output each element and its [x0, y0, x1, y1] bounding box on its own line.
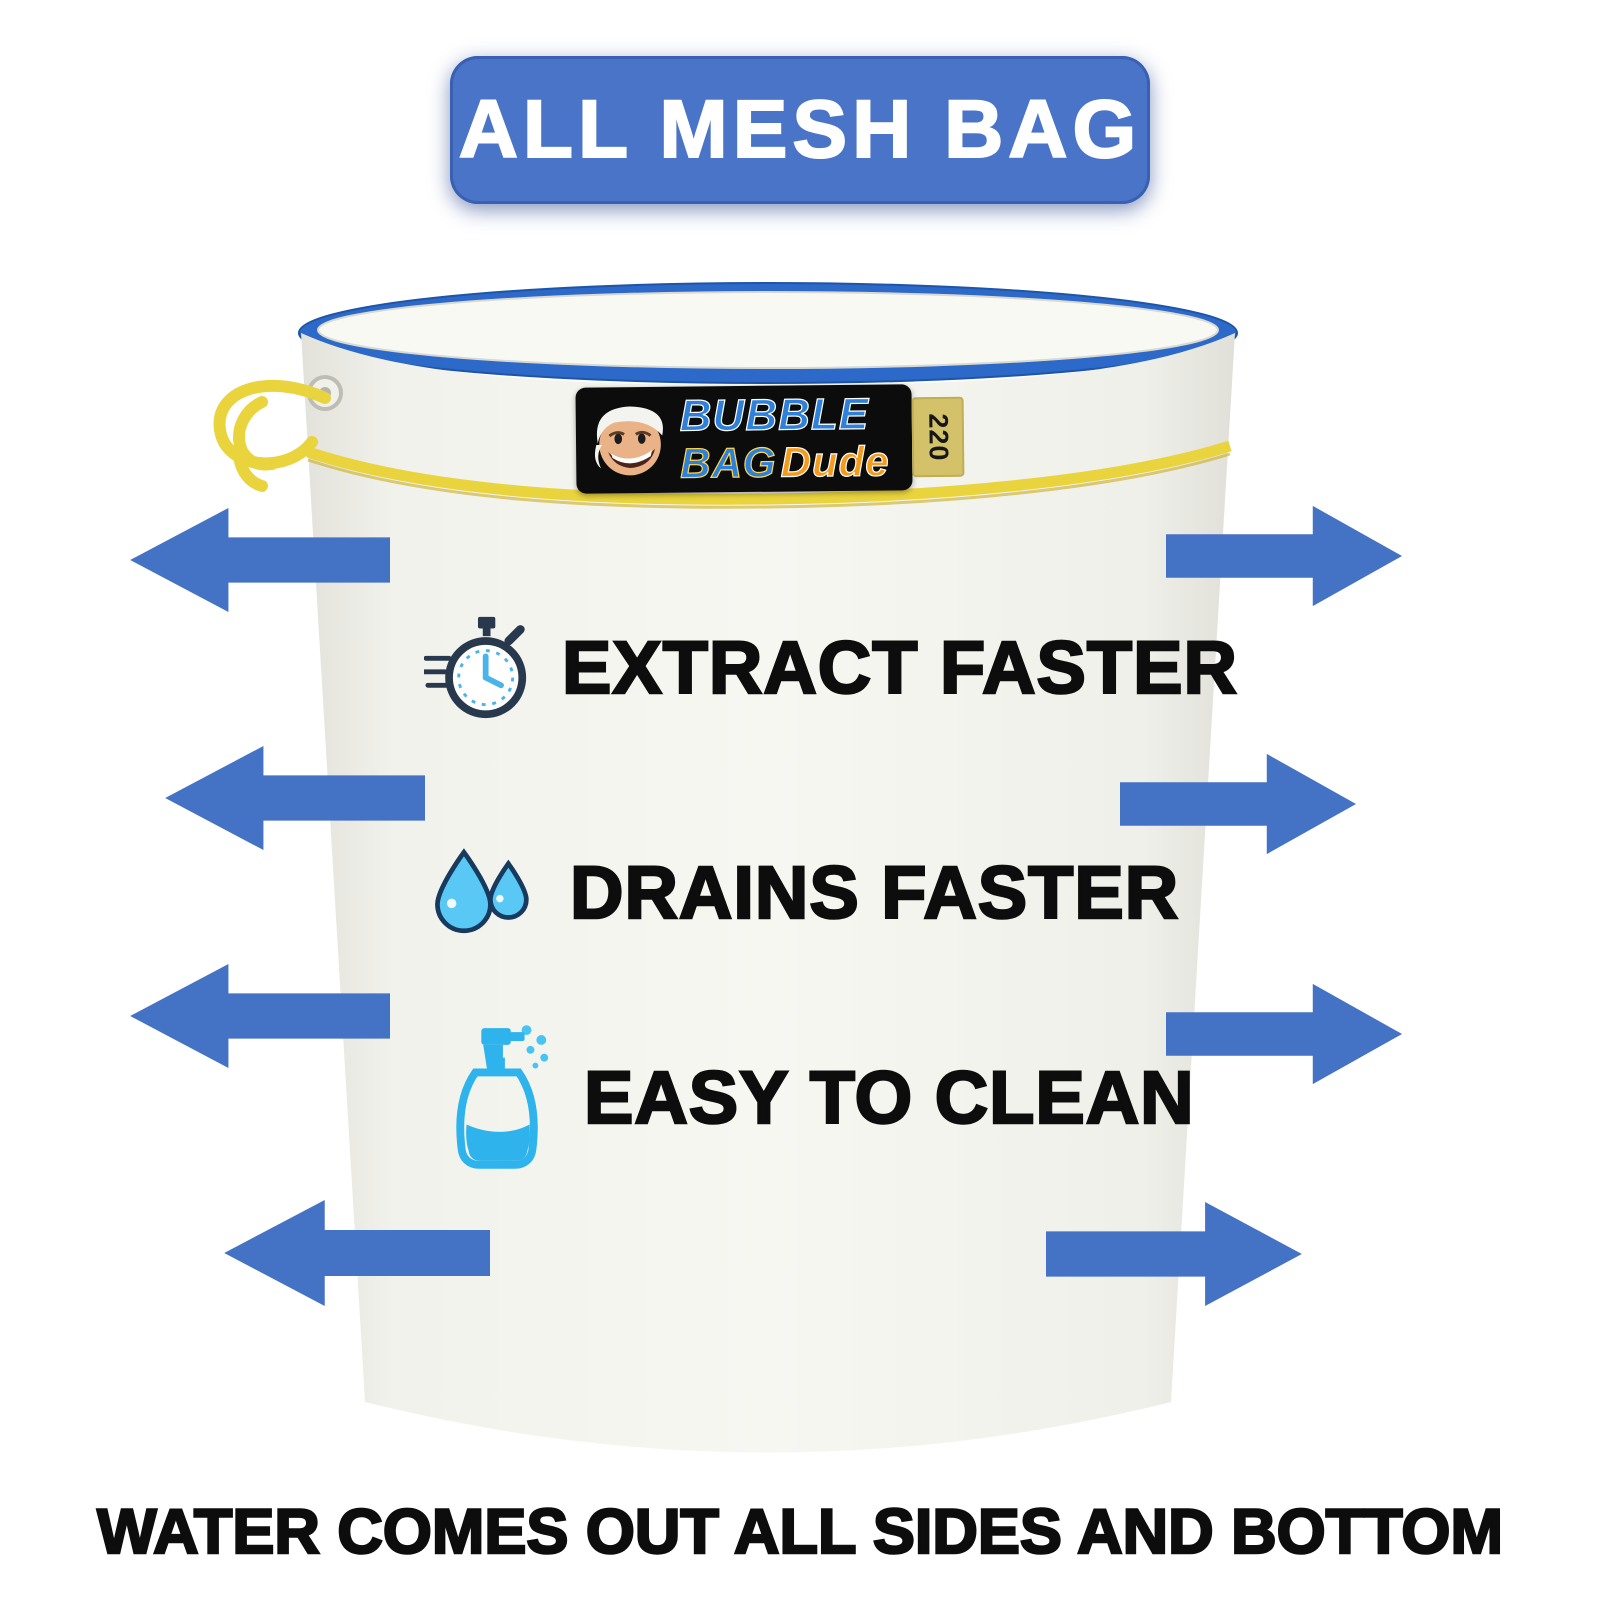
feature-label-drains-faster: DRAINS FASTER [569, 849, 1180, 935]
brand-bubble-text: BUBBLE [679, 389, 870, 441]
water-flow-arrow-left-4 [222, 1198, 490, 1308]
water-drops-icon [435, 848, 529, 934]
water-flow-arrow-right-4 [1046, 1200, 1304, 1308]
water-flow-arrow-left-2 [163, 744, 425, 852]
stopwatch-icon [424, 616, 527, 719]
feature-row-easy-to-clean: EASY TO CLEAN [440, 1018, 1195, 1176]
mesh-size-tag: 220 [911, 396, 965, 478]
brand-wordmark: BUBBLE BAG Dude [679, 389, 891, 487]
feature-row-extract-faster: EXTRACT FASTER [424, 614, 1238, 720]
title-text: ALL MESH BAG [458, 83, 1142, 176]
bag-body [301, 333, 1235, 1453]
brand-label: BUBBLE BAG Dude 220 [575, 384, 965, 494]
feature-label-easy-to-clean: EASY TO CLEAN [583, 1054, 1195, 1140]
water-flow-arrow-right-2 [1120, 752, 1358, 856]
water-flow-arrow-right-1 [1166, 504, 1404, 608]
spray-bottle-icon [456, 1025, 549, 1169]
feature-row-drains-faster: DRAINS FASTER [428, 842, 1179, 942]
brand-dude-text: Dude [780, 437, 891, 486]
drawstring-cord [306, 440, 1232, 505]
drawstring-knot [213, 379, 331, 492]
water-flow-arrow-right-3 [1166, 982, 1404, 1086]
drawstring-cord-shadow [307, 452, 1231, 509]
grinning-dude-face-icon [594, 406, 663, 476]
title-badge: ALL MESH BAG [450, 56, 1150, 204]
brand-bag-text: BAG [679, 438, 777, 487]
bag-interior [317, 291, 1219, 369]
feature-label-extract-faster: EXTRACT FASTER [561, 624, 1238, 710]
footer-caption: WATER COMES OUT ALL SIDES AND BOTTOM [96, 1496, 1504, 1569]
water-flow-arrow-left-3 [128, 962, 390, 1070]
mesh-size-number: 220 [923, 412, 954, 462]
water-flow-arrow-left-1 [128, 506, 390, 614]
